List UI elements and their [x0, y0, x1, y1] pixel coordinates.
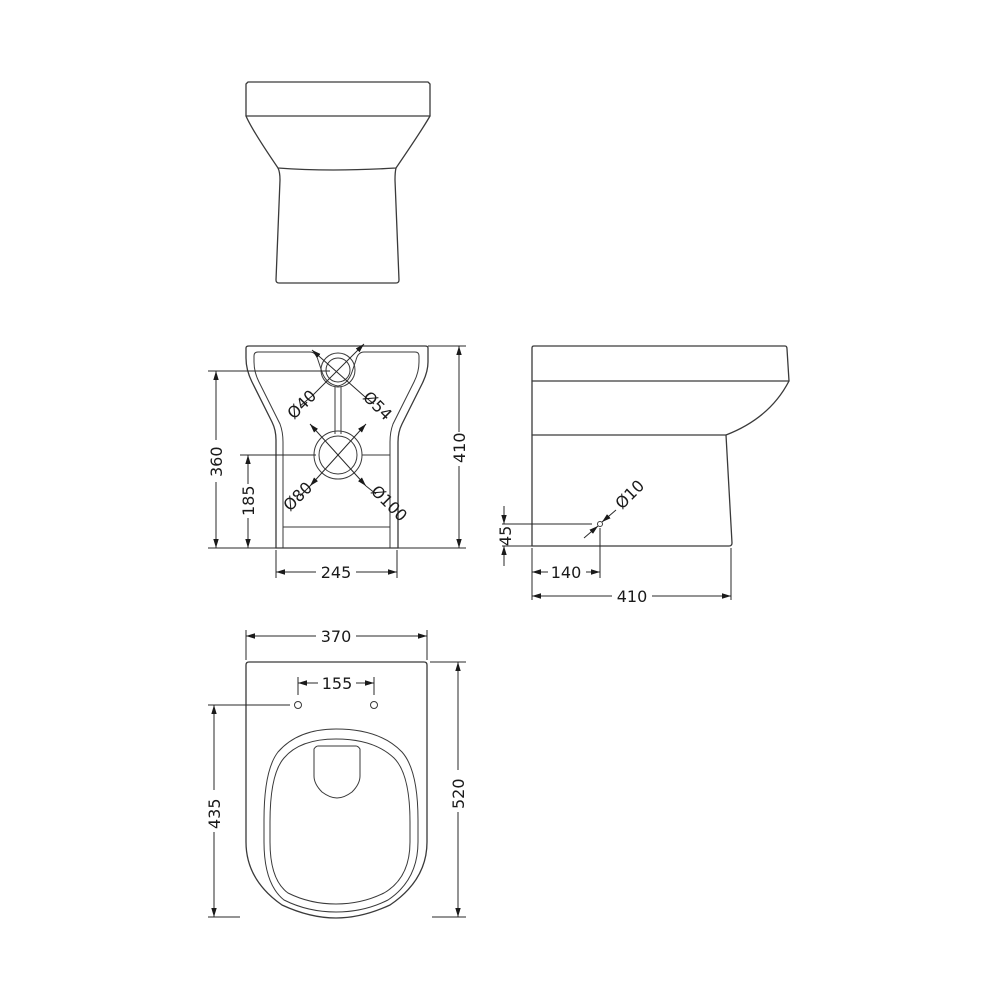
dim-projection-label: 410 — [617, 587, 648, 606]
rear-view: Ø40 Ø54 Ø80 Ø100 360 185 410 245 — [207, 343, 469, 582]
front-view-pedestal — [275, 167, 400, 284]
dim-245-label: 245 — [321, 563, 352, 582]
fixing-hole-dia-label: Ø10 — [611, 476, 648, 513]
front-view-seat-rim — [245, 81, 431, 117]
front-view — [245, 81, 431, 284]
plan-view-seat-outline — [263, 728, 419, 913]
dim-155-label: 155 — [322, 674, 353, 693]
dim-370-label: 370 — [321, 627, 352, 646]
plan-view-outer-outline — [245, 661, 428, 919]
fixing-leader-a — [583, 525, 599, 539]
dim-520-label: 520 — [449, 778, 468, 809]
seat-hinge-hole-left — [294, 701, 302, 709]
dim-360-label: 360 — [207, 446, 226, 477]
waste-leader-b — [309, 423, 367, 487]
front-view-bowl-taper — [245, 115, 431, 171]
dim-45-label: 45 — [496, 526, 515, 546]
dim-410-label: 410 — [450, 432, 469, 463]
waste-leader-ext-a — [299, 485, 311, 497]
waste-outer-dia-label: Ø100 — [367, 481, 411, 525]
rear-view-inner-outline-right — [337, 351, 420, 548]
plan-view-seat-inner — [269, 738, 411, 905]
inlet-outer-circle — [320, 352, 356, 388]
fixing-leader-b — [601, 509, 617, 523]
inlet-leader-ext-b — [363, 395, 375, 405]
inlet-outer-dia-label: Ø54 — [359, 387, 396, 424]
inlet-leader-ext-a — [299, 395, 313, 407]
dim-185-label: 185 — [239, 485, 258, 516]
inlet-leader-a — [311, 349, 365, 397]
rear-view-outer-outline — [245, 345, 429, 549]
plan-view: 370 155 435 520 — [205, 627, 468, 919]
dim-140-label: 140 — [551, 563, 582, 582]
waste-leader-ext-b — [365, 485, 377, 495]
side-view: Ø10 45 140 410 — [496, 345, 790, 606]
rear-view-inner-outline — [253, 351, 339, 548]
waste-inner-dia-label: Ø80 — [279, 478, 316, 515]
side-view-outline — [531, 345, 790, 547]
fixing-hole — [597, 521, 603, 527]
cistern-flush-opening — [313, 745, 361, 799]
inlet-inner-dia-label: Ø40 — [283, 386, 320, 423]
inlet-leader-b — [311, 343, 365, 397]
seat-hinge-hole-right — [370, 701, 378, 709]
inlet-inner-circle — [325, 357, 351, 383]
dim-435-label: 435 — [205, 798, 224, 829]
